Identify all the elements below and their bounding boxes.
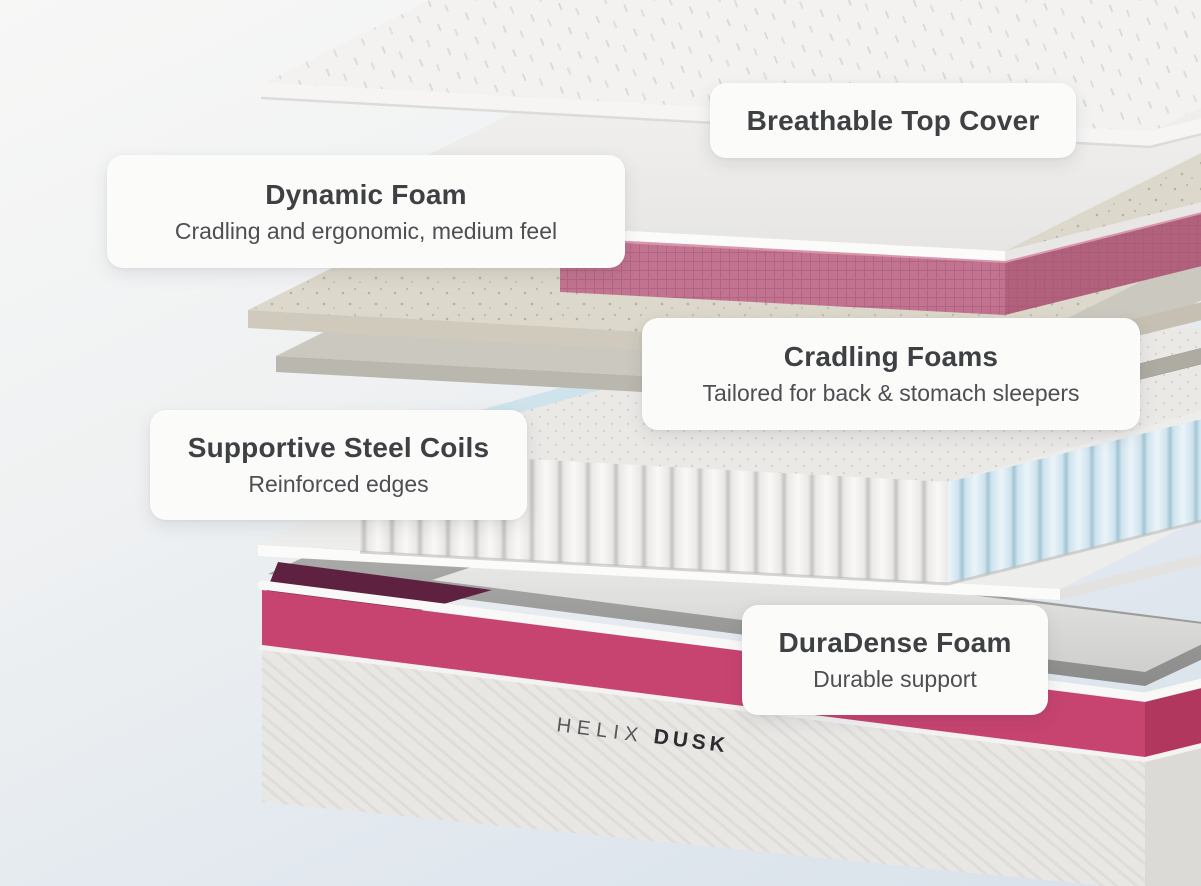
callout-subtitle: Durable support: [813, 666, 977, 693]
base-piping: [257, 580, 1201, 702]
base-band-piping: [259, 645, 1201, 764]
callout-dynamic-foam: Dynamic Foam Cradling and ergonomic, med…: [107, 155, 625, 268]
callout-supportive-steel-coils: Supportive Steel Coils Reinforced edges: [150, 410, 527, 520]
callout-cradling-foams: Cradling Foams Tailored for back & stoma…: [642, 318, 1140, 430]
callout-subtitle: Tailored for back & stomach sleepers: [702, 380, 1080, 407]
top-cover-piping-shadow: [260, 96, 1201, 149]
coils-side-face-blue: [948, 419, 1201, 584]
callout-duradense-foam: DuraDense Foam Durable support: [742, 605, 1048, 715]
callout-title: Breathable Top Cover: [746, 105, 1040, 136]
callout-title: Cradling Foams: [783, 341, 999, 373]
callout-subtitle: Reinforced edges: [248, 471, 429, 498]
callout-title: Supportive Steel Coils: [187, 432, 490, 464]
base-body-front: [262, 650, 1145, 886]
callout-subtitle: Cradling and ergonomic, medium feel: [174, 217, 558, 244]
base-body-side: [1145, 748, 1201, 886]
top-cover-piping: [254, 82, 1201, 147]
base-accent-band-side: [1145, 688, 1201, 758]
base-accent-band-front: [262, 590, 1145, 758]
pink-foam-side-grid: [1005, 210, 1201, 315]
callout-title: Dynamic Foam: [265, 178, 467, 210]
callout-breathable-top-cover: Breathable Top Cover: [710, 83, 1076, 158]
transition-slab-side: [1060, 554, 1201, 600]
coils-bottom-shade: [359, 519, 1201, 586]
white-foam-side: [1005, 202, 1201, 261]
callout-title: DuraDense Foam: [778, 627, 1012, 659]
